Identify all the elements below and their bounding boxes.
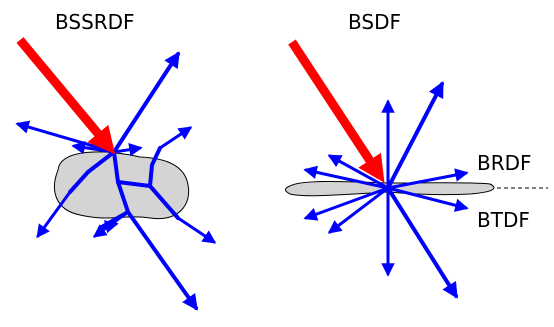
- btdf-label: BTDF: [477, 208, 530, 232]
- bsdf-scatter-rays: [303, 81, 469, 299]
- bsdf-title: BSDF: [348, 10, 401, 34]
- transmitted-ray: [303, 186, 390, 221]
- exit-ray: [158, 126, 193, 150]
- bssrdf-title: BSSRDF: [55, 10, 135, 34]
- incident-ray-bsdf: [288, 39, 385, 183]
- transmitted-ray: [327, 186, 390, 234]
- transmitted-ray: [386, 186, 458, 299]
- brdf-label: BRDF: [477, 151, 532, 175]
- exit-ray: [112, 142, 143, 157]
- incident-ray-bssrdf: [16, 37, 116, 155]
- bssrdf-panel: [15, 37, 217, 311]
- exit-ray: [36, 190, 72, 239]
- exit-ray: [112, 51, 180, 154]
- exit-ray: [126, 210, 198, 311]
- reflected-ray: [386, 168, 469, 190]
- bsdf-panel: [285, 39, 548, 299]
- reflected-ray: [303, 165, 390, 190]
- exit-ray: [92, 210, 130, 238]
- reflected-ray: [386, 81, 444, 190]
- transmitted-ray: [386, 186, 469, 212]
- exit-ray: [176, 216, 217, 244]
